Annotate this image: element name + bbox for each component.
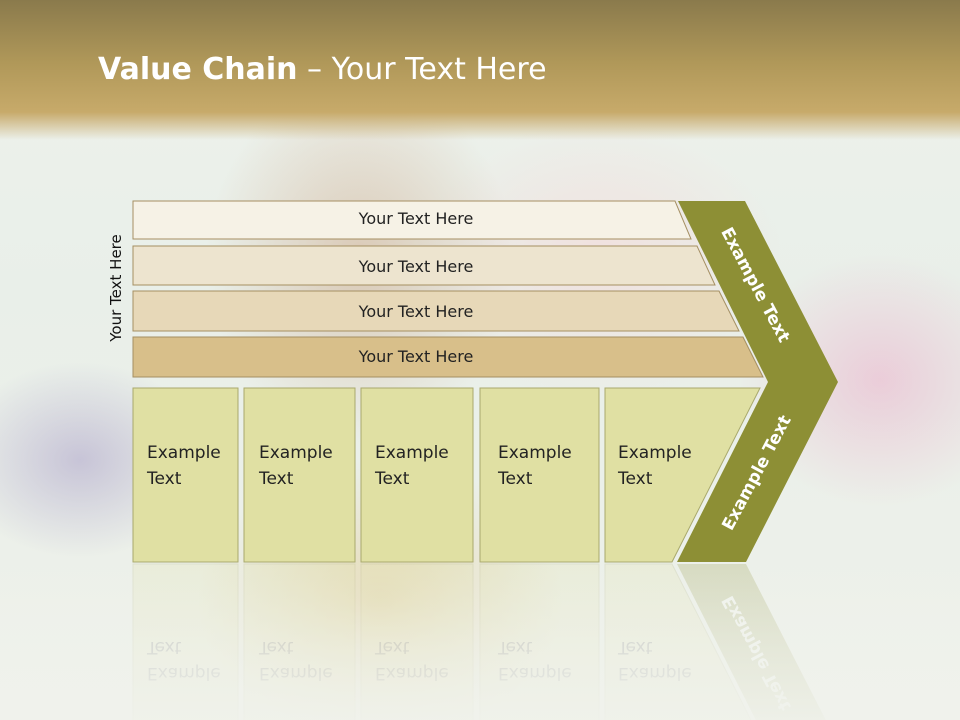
box-5-line2: Text [617, 469, 653, 489]
row-4-shape [132, 336, 764, 378]
box-3-line2: Text [374, 469, 410, 489]
title-rest: – Your Text Here [297, 52, 547, 87]
box-1-line1: Example [147, 443, 221, 463]
box-3-line1: Example [375, 443, 449, 463]
box-2-line1: Example [259, 443, 333, 463]
row-4-label: Your Text Here [358, 347, 474, 366]
row-3-label: Your Text Here [358, 302, 474, 321]
box-2 [243, 387, 356, 563]
reflection-fade [0, 560, 960, 720]
title-bold: Value Chain [98, 52, 298, 87]
row-2-shape [132, 245, 716, 286]
box-4 [479, 387, 600, 563]
slide-title: Value Chain – Your Text Here [98, 52, 547, 87]
row-1-shape [132, 200, 692, 240]
box-4-line2: Text [497, 469, 533, 489]
box-2-line2: Text [258, 469, 294, 489]
title-bar [0, 0, 960, 140]
box-4-line1: Example [498, 443, 572, 463]
row-3-shape [132, 290, 740, 332]
box-3 [360, 387, 474, 563]
chevron-shape [677, 201, 838, 562]
row-1-label: Your Text Here [358, 209, 474, 228]
box-1-line2: Text [146, 469, 182, 489]
box-5-line1: Example [618, 443, 692, 463]
row-2-label: Your Text Here [358, 257, 474, 276]
box-1 [132, 387, 239, 563]
